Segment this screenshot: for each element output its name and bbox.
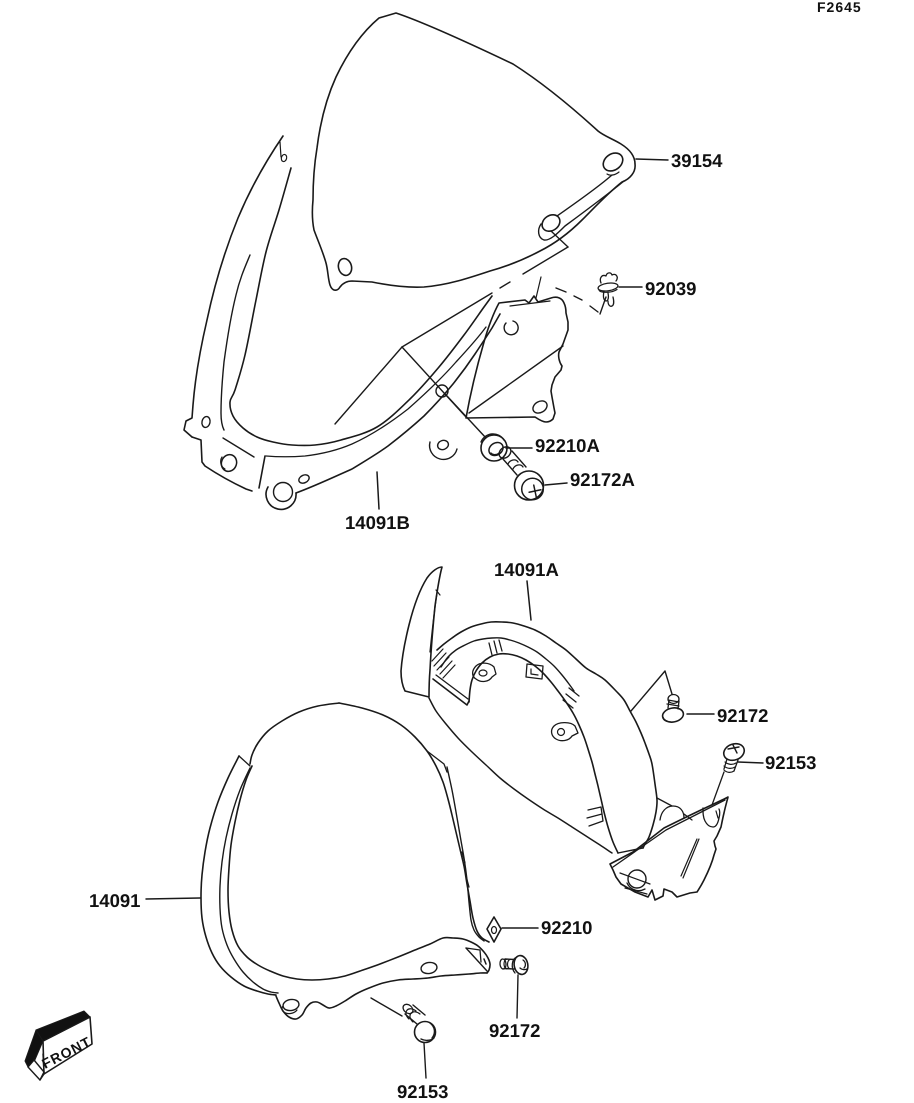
svg-text:92172: 92172: [489, 1020, 540, 1041]
svg-text:92153: 92153: [765, 752, 816, 773]
svg-text:92172: 92172: [717, 705, 768, 726]
svg-text:92039: 92039: [645, 278, 696, 299]
svg-text:14091A: 14091A: [494, 559, 559, 580]
svg-text:F2645: F2645: [817, 0, 862, 15]
svg-text:92153: 92153: [397, 1081, 448, 1102]
svg-text:92172A: 92172A: [570, 469, 635, 490]
svg-text:39154: 39154: [671, 150, 723, 171]
svg-text:14091B: 14091B: [345, 512, 410, 533]
svg-text:92210: 92210: [541, 917, 592, 938]
svg-text:14091: 14091: [89, 890, 140, 911]
svg-text:92210A: 92210A: [535, 435, 600, 456]
